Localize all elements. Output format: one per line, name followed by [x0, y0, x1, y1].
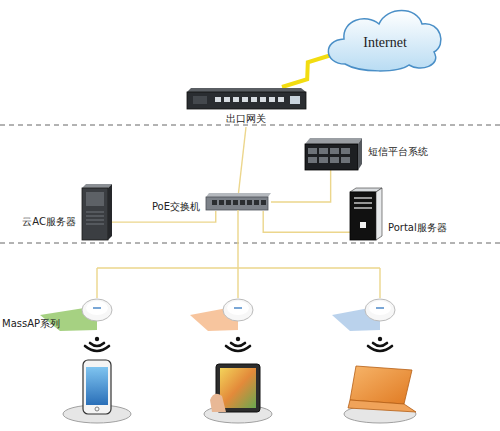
laptop: [348, 366, 416, 412]
wifi-symbol: [85, 337, 392, 351]
node-label: 出口网关: [186, 113, 306, 125]
access-point: [223, 299, 253, 321]
zone-divider: [0, 243, 500, 244]
gateway-device: [187, 88, 306, 109]
smartphone: [83, 360, 111, 414]
network-node: 云AC服务器: [82, 184, 112, 240]
tower-server: [82, 184, 112, 240]
wireless-link: [282, 55, 333, 88]
internet-cloud: [328, 11, 441, 71]
poe-switch: [206, 193, 271, 210]
pc-tower: [350, 188, 382, 240]
network-node: PoE交换机: [206, 193, 271, 211]
access-point: [365, 299, 395, 321]
node-label: 云AC服务器: [22, 216, 76, 228]
network-cable: [271, 170, 331, 202]
node-label: PoE交换机: [152, 201, 200, 213]
network-node: 短信平台系统: [305, 138, 362, 170]
zone-divider: [0, 125, 500, 126]
node-label: Internet: [333, 35, 437, 51]
access-point: [82, 299, 112, 321]
rack-server: [305, 138, 362, 170]
network-cable: [239, 127, 247, 193]
network-node: Portal服务器: [350, 188, 382, 240]
network-node: 出口网关: [186, 87, 306, 127]
network-cable: [112, 211, 216, 222]
network-node: Internet: [333, 14, 437, 68]
ap-wire: [97, 210, 380, 298]
tablet: [210, 364, 260, 412]
node-label: Portal服务器: [388, 222, 447, 234]
node-label: 短信平台系统: [368, 146, 428, 158]
series-label: MassAP系列: [2, 318, 60, 330]
network-cable: [263, 211, 350, 232]
